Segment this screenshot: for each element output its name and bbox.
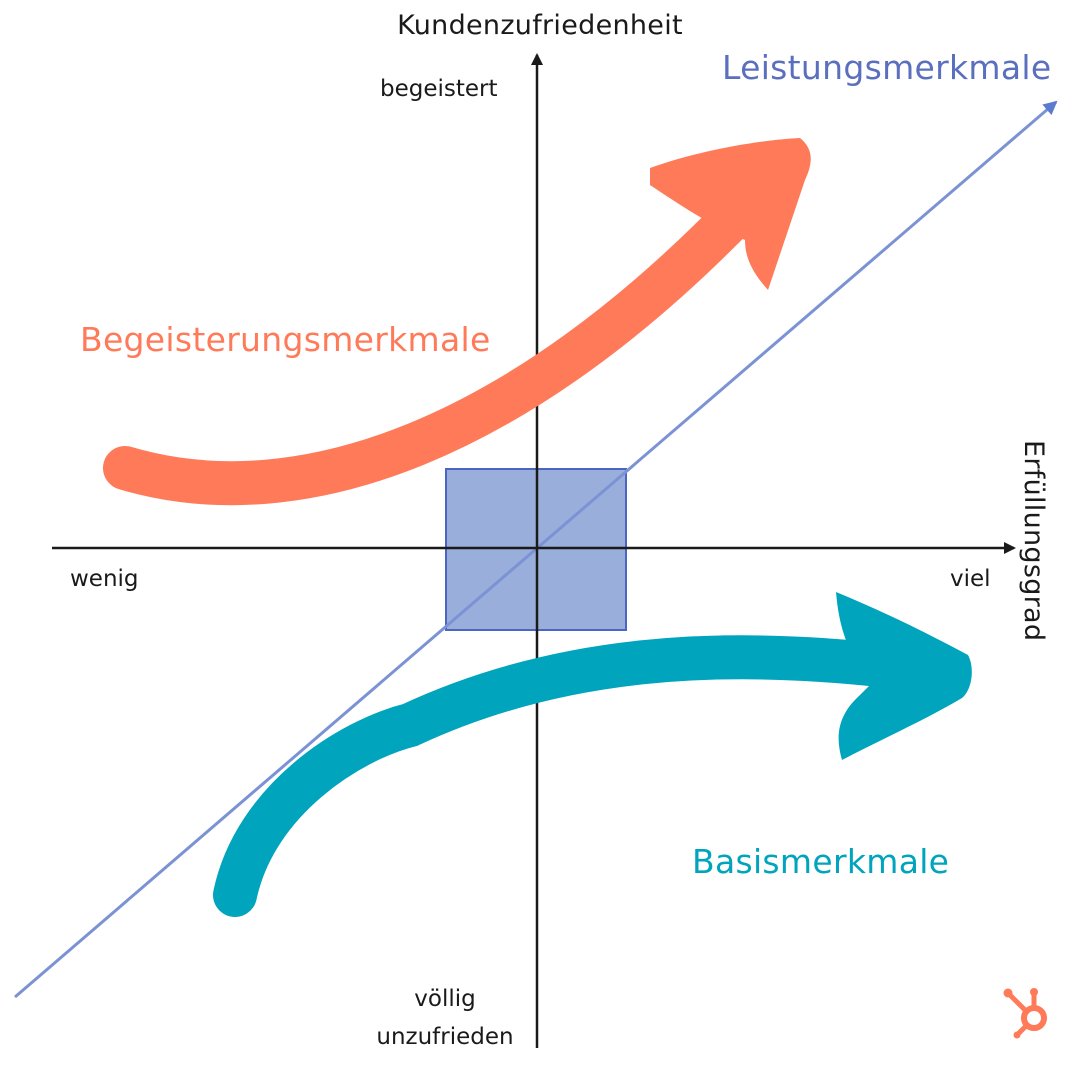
performance-features-label: Leistungsmerkmale bbox=[722, 48, 1052, 87]
x-axis-title: Erfüllungsgrad bbox=[1018, 440, 1049, 642]
y-axis-bottom-label-line1: völlig bbox=[414, 986, 476, 1012]
delight-features-label: Begeisterungsmerkmale bbox=[80, 320, 491, 359]
y-axis-title: Kundenzufriedenheit bbox=[397, 10, 683, 41]
y-axis-bottom-label-line2: unzufrieden bbox=[376, 1024, 514, 1050]
x-axis-right-label: viel bbox=[950, 566, 991, 592]
basic-features-label: Basismerkmale bbox=[692, 842, 950, 881]
performance-diagonal-line bbox=[14, 100, 1058, 999]
hubspot-sprocket-icon bbox=[1003, 988, 1047, 1039]
y-axis-top-label: begeistert bbox=[380, 76, 498, 102]
x-axis-left-label: wenig bbox=[70, 566, 139, 592]
basic-curve-arrow bbox=[213, 592, 972, 917]
y-axis-bottom-label: völlig unzufrieden bbox=[350, 980, 540, 1056]
delight-curve-arrow bbox=[103, 138, 811, 506]
